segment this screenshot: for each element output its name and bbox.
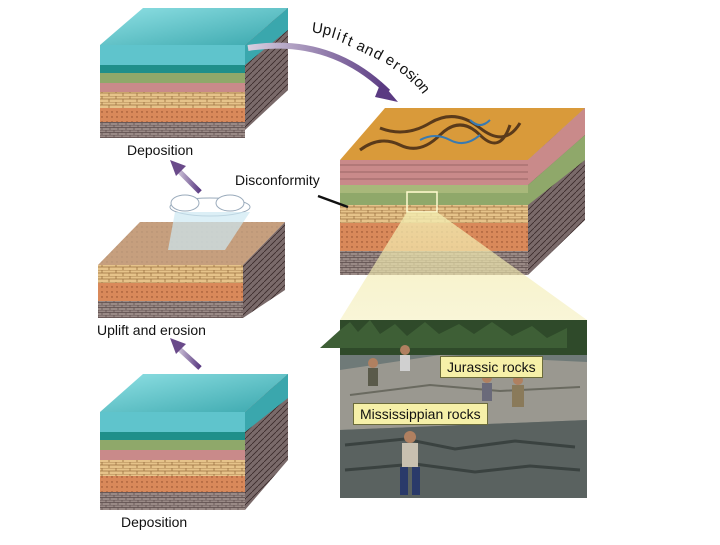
label-deposition-top: Deposition (127, 142, 194, 158)
arrow-uplift-erosion-top (247, 42, 398, 102)
block-deposition-top (100, 8, 288, 138)
label-deposition-bottom: Deposition (121, 514, 188, 530)
zoom-beam (340, 212, 587, 320)
label-jurassic-rocks: Jurassic rocks (440, 356, 543, 378)
arrow-deposition-up (170, 160, 202, 194)
block-deposition-bottom (100, 374, 288, 510)
label-disconformity: Disconformity (235, 172, 320, 188)
label-mississippian-rocks: Mississippian rocks (353, 403, 488, 425)
label-uplift-erosion: Uplift and erosion (97, 322, 206, 338)
block-uplift-erosion (98, 194, 285, 318)
arrow-uplift-up (170, 338, 202, 370)
